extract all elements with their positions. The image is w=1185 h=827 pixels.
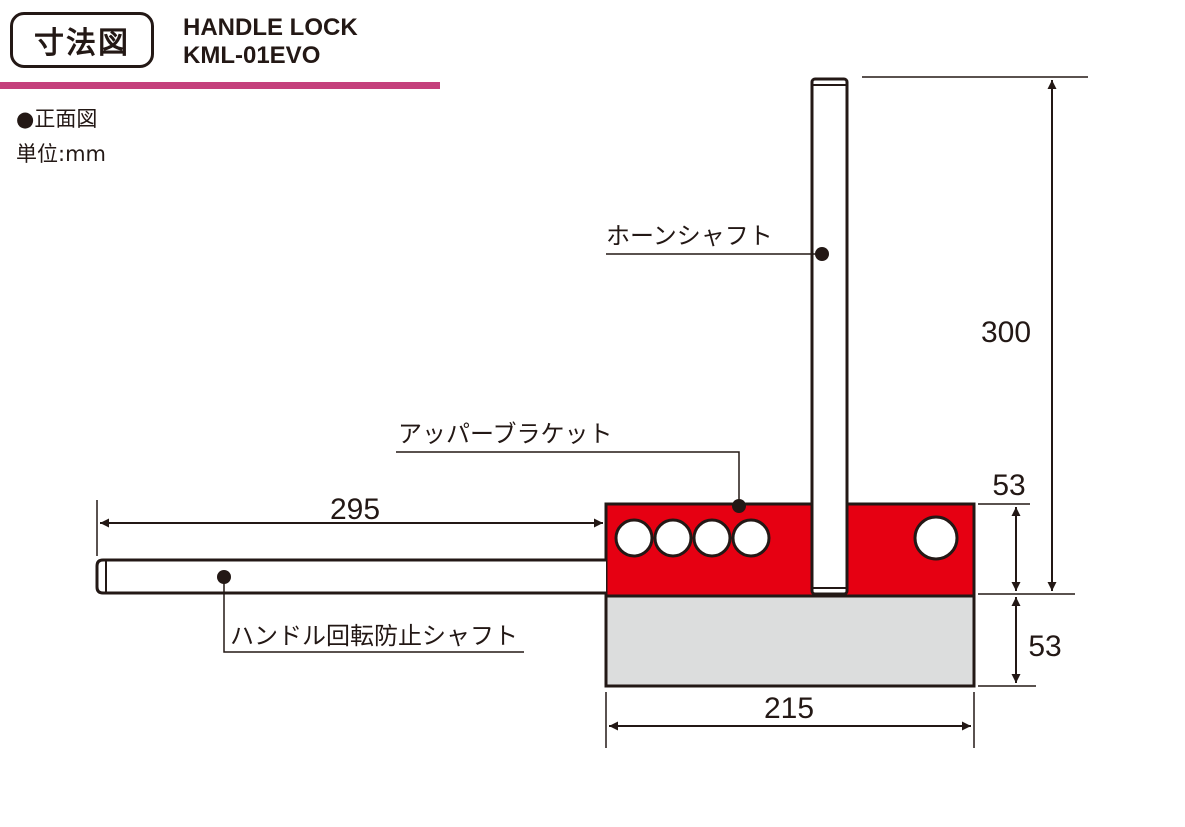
horn-shaft-label: ホーンシャフト <box>606 223 773 250</box>
horn-shaft <box>810 77 849 596</box>
bracket-hole <box>692 518 732 558</box>
bracket-hole <box>653 518 693 558</box>
lower-base-block <box>604 594 976 688</box>
upper-height-value: 53 <box>992 469 1025 502</box>
bracket-hole <box>913 515 959 561</box>
bracket-hole <box>731 518 771 558</box>
dimension-drawing-badge: 寸法図 <box>10 12 154 68</box>
rotation-stop-shaft <box>95 558 606 595</box>
upper-bracket-body <box>604 502 976 598</box>
view-label: ●正面図 <box>16 107 98 131</box>
unit-label: 単位:mm <box>16 142 106 166</box>
bracket-hole <box>614 518 654 558</box>
width-value: 215 <box>764 692 814 725</box>
handle-length-value: 295 <box>330 493 380 526</box>
upper-bracket-label: アッパーブラケット <box>398 421 613 448</box>
header-accent-rule <box>0 82 440 89</box>
product-name: HANDLE LOCK <box>183 14 358 41</box>
horn-shaft-marker <box>815 247 829 261</box>
model-number: KML-01EVO <box>183 42 321 69</box>
lower-height-value: 53 <box>1028 630 1061 663</box>
rotation-stop-shaft-marker <box>217 570 231 584</box>
upper-bracket-marker <box>732 499 746 513</box>
shaft-height-value: 300 <box>981 316 1031 349</box>
rotation-stop-shaft-label: ハンドル回転防止シャフト <box>230 623 518 650</box>
